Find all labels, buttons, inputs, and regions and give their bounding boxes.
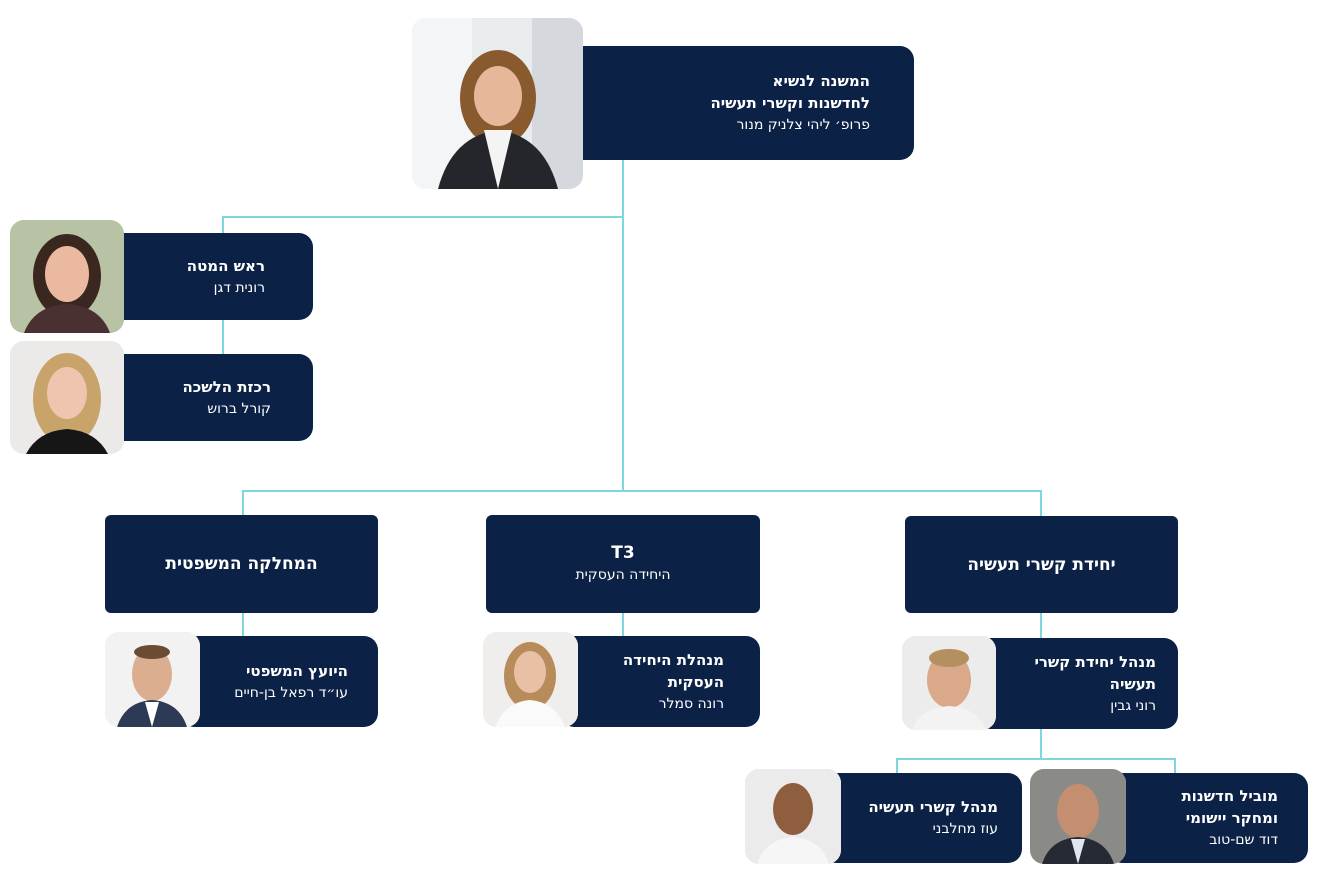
office-coordinator-title: רכזת הלשכה (182, 377, 271, 396)
staff-head-title: ראש המטה (186, 256, 265, 275)
innovation-lead-title-line2: ומחקר יישומי (1185, 809, 1278, 827)
industry-relations-manager-card: מנהל קשרי תעשיה עוז מחלבני (822, 773, 1022, 863)
office-coordinator-name: קורל ברוש (207, 400, 271, 417)
dept-industry-relations-title: יחידת קשרי תעשיה (967, 554, 1116, 575)
connector-line (896, 758, 898, 774)
industry-manager-name: רוני גבין (1110, 697, 1156, 714)
dept-industry-relations-card: יחידת קשרי תעשיה (905, 516, 1178, 613)
vice-president-title-line1: המשנה לנשיא (772, 72, 870, 90)
connector-line (896, 758, 1176, 760)
innovation-lead-card: מוביל חדשנות ומחקר יישומי דוד שם-טוב (1108, 773, 1308, 863)
business-manager-title-line2: העסקית (667, 672, 724, 691)
office-coordinator-photo (10, 341, 124, 454)
legal-advisor-card: היועץ המשפטי עו״ד רפאל בן-חיים (180, 636, 378, 727)
industry-relations-manager-photo (745, 769, 841, 864)
staff-head-photo (10, 220, 124, 333)
vice-president-name: פרופ׳ ליהי צלניק מנור (736, 117, 871, 133)
industry-manager-card: מנהל יחידת קשרי תעשיה רוני גבין (976, 638, 1178, 729)
legal-advisor-title: היועץ המשפטי (245, 661, 348, 680)
industry-manager-title-line1: מנהל יחידת קשרי (1034, 652, 1156, 671)
connector-line (222, 216, 624, 218)
industry-manager-photo (902, 636, 996, 730)
connector-line (1040, 612, 1042, 638)
dept-t3-title: T3 (611, 543, 635, 563)
connector-line (242, 612, 244, 636)
business-manager-photo (483, 632, 578, 727)
business-manager-card: מנהלת היחידה העסקית רונה סמלר (560, 636, 760, 727)
staff-head-card: ראש המטה רונית דגן (100, 233, 313, 320)
legal-advisor-photo (105, 632, 200, 727)
staff-head-name: רונית דגן (213, 279, 265, 296)
dept-legal-title: המחלקה המשפטית (165, 554, 318, 574)
business-manager-title-line1: מנהלת היחידה (622, 650, 724, 669)
vice-president-card: המשנה לנשיא לחדשנות וקשרי תעשיה פרופ׳ לי… (560, 46, 914, 160)
industry-manager-title-line2: תעשיה (1109, 674, 1156, 693)
innovation-lead-name: דוד שם-טוב (1209, 832, 1278, 848)
connector-line (622, 160, 624, 492)
vice-president-photo (412, 18, 583, 189)
connector-line (242, 490, 244, 516)
connector-line (1174, 758, 1176, 774)
business-manager-name: רונה סמלר (658, 695, 724, 712)
dept-t3-card: T3 היחידה העסקית (486, 515, 760, 613)
innovation-lead-photo (1030, 769, 1126, 864)
dept-legal-card: המחלקה המשפטית (105, 515, 378, 613)
connector-line (242, 490, 1042, 492)
industry-relations-manager-name: עוז מחלבני (932, 821, 998, 837)
connector-line (622, 612, 624, 636)
vice-president-title-line2: לחדשנות וקשרי תעשיה (710, 94, 870, 112)
office-coordinator-card: רכזת הלשכה קורל ברוש (100, 354, 313, 441)
connector-line (1040, 490, 1042, 516)
connector-line (1040, 728, 1042, 760)
dept-t3-subtitle: היחידה העסקית (575, 567, 671, 583)
innovation-lead-title-line1: מוביל חדשנות (1181, 787, 1278, 805)
industry-relations-manager-title: מנהל קשרי תעשיה (868, 798, 998, 816)
legal-advisor-name: עו״ד רפאל בן-חיים (234, 684, 348, 701)
